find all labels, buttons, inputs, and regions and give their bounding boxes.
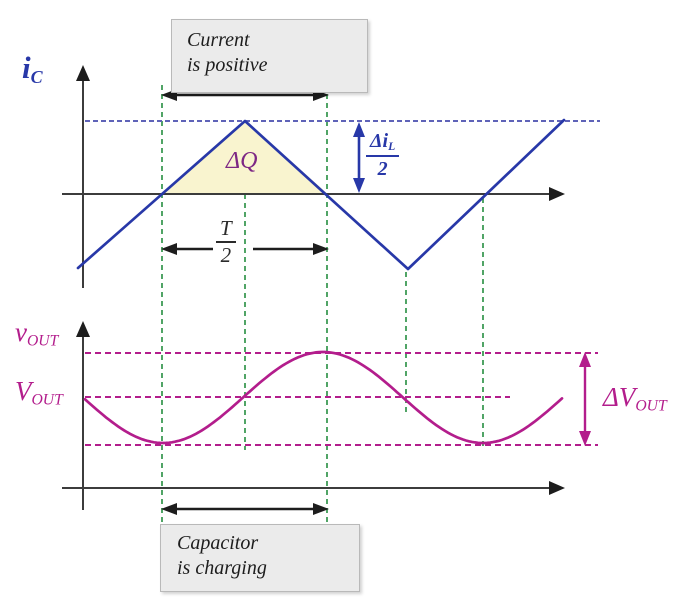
current-positive-note: Current is positive: [171, 19, 368, 93]
ripple-current-label-denominator: 2: [377, 157, 388, 180]
voltage-axis-label-base: v: [15, 317, 27, 347]
delta-q-label: ΔQ: [226, 148, 258, 174]
ripple-current-arrowhead-down: [353, 178, 365, 193]
ripple-current-arrowhead-up: [353, 122, 365, 137]
capacitor-current-waveform: [76, 118, 566, 271]
output-voltage-waveform: [83, 350, 564, 445]
bottom-y-axis-arrowhead: [76, 321, 90, 337]
capacitor-charging-note-line2: is charging: [177, 557, 267, 579]
dc-voltage-label-sub: OUT: [31, 391, 63, 409]
half-period-label-denominator: 2: [220, 243, 232, 267]
charging-interval-arrowhead-right: [313, 503, 329, 515]
half-period-label-numerator: T: [216, 218, 236, 243]
ripple-current-label-numerator: ΔiL: [366, 130, 400, 157]
dc-voltage-label-base: V: [15, 376, 32, 406]
output-ripple-label-base: ΔV: [603, 382, 636, 412]
charging-interval-arrow: [161, 503, 329, 515]
voltage-axis-label: vOUT: [15, 319, 58, 349]
half-period-arrowhead-left: [161, 243, 177, 255]
ripple-current-arrow: [353, 122, 365, 193]
ripple-current-label-num-sub: L: [388, 140, 396, 154]
current-positive-note-line1: Current: [187, 29, 250, 51]
bottom-x-axis-arrowhead: [549, 481, 565, 495]
voltage-axis-label-sub: OUT: [26, 332, 59, 350]
output-ripple-label: ΔVOUT: [603, 384, 667, 414]
capacitor-charging-note: Capacitor is charging: [160, 524, 360, 592]
ripple-current-label-num-base: Δi: [370, 130, 389, 152]
output-ripple-arrow: [579, 352, 591, 446]
half-period-label: T 2: [213, 218, 239, 266]
top-y-axis-arrowhead: [76, 65, 90, 81]
ripple-current-label: ΔiL 2: [366, 130, 400, 180]
half-period-arrow: [161, 243, 329, 255]
output-ripple-arrowhead-down: [579, 431, 591, 446]
output-ripple-label-sub: OUT: [635, 397, 667, 415]
current-positive-note-line2: is positive: [187, 54, 268, 76]
current-axis-label-sub: C: [30, 67, 43, 88]
half-period-arrowhead-right: [313, 243, 329, 255]
charging-interval-arrowhead-left: [161, 503, 177, 515]
top-x-axis-arrowhead: [549, 187, 565, 201]
current-axis-label-base: i: [22, 50, 31, 85]
capacitor-charging-note-line1: Capacitor: [177, 532, 259, 554]
dc-voltage-label: VOUT: [15, 378, 63, 408]
current-axis-label: iC: [22, 52, 43, 86]
output-ripple-arrowhead-up: [579, 352, 591, 367]
